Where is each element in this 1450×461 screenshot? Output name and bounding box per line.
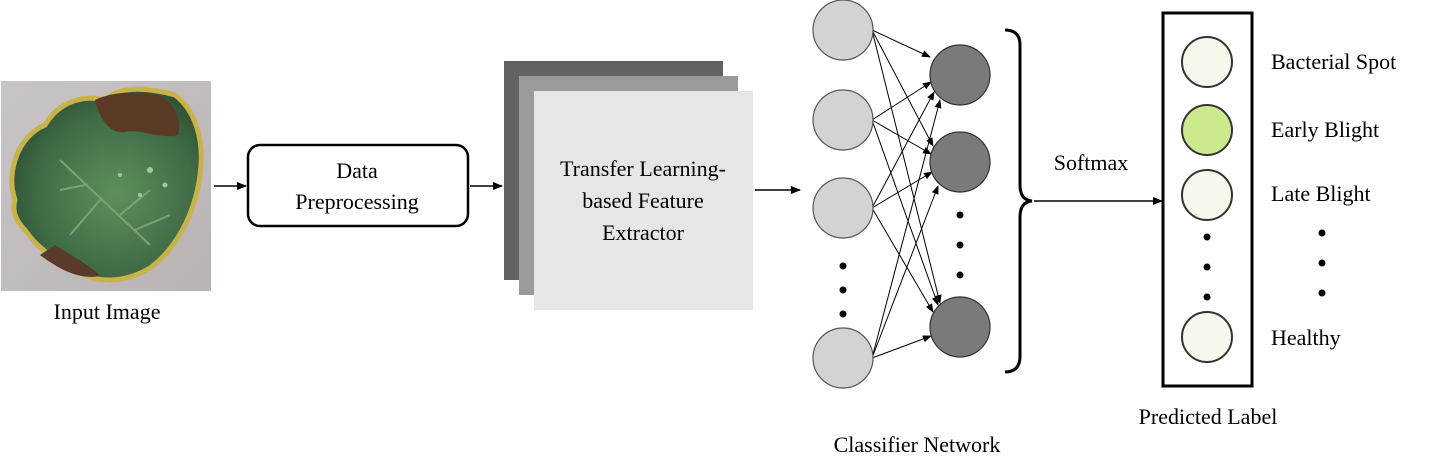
label-ellipsis-dot	[1318, 259, 1326, 267]
label-healthy: Healthy	[1271, 325, 1341, 350]
classifier-caption: Classifier Network	[834, 432, 1001, 457]
input-node-1	[812, 0, 874, 61]
input-ellipsis-dot	[839, 310, 847, 318]
feature-extractor-stack: Transfer Learning- based Feature Extract…	[504, 61, 753, 310]
classifier-network	[812, 0, 991, 389]
tomato-leaf-image	[1, 81, 211, 291]
label-ellipsis-dot	[1318, 229, 1326, 237]
curly-brace	[1004, 28, 1033, 374]
input-node-4	[812, 327, 874, 389]
softmax-label: Softmax	[1054, 150, 1129, 175]
preprocessing-box: Data Preprocessing	[246, 143, 470, 228]
input-ellipsis-dot	[839, 286, 847, 294]
extractor-label-line1: Transfer Learning-	[560, 156, 726, 181]
output-ellipsis-dot	[1203, 263, 1211, 271]
input-image-caption: Input Image	[54, 299, 161, 324]
extractor-label-line3: Extractor	[602, 220, 685, 245]
input-node-3	[812, 177, 874, 239]
output-node-bacterial-spot	[1181, 36, 1233, 88]
hidden-node-3	[929, 296, 991, 358]
output-ellipsis-dot	[1203, 293, 1211, 301]
extractor-layer-front	[534, 91, 753, 310]
network-connections	[871, 29, 942, 359]
extractor-label-line2: based Feature	[582, 188, 704, 213]
hidden-ellipsis-dot	[956, 271, 964, 279]
label-bacterial-spot: Bacterial Spot	[1271, 49, 1396, 74]
output-ellipsis-dot	[1203, 233, 1211, 241]
input-node-2	[812, 89, 874, 151]
output-node-late-blight	[1181, 169, 1233, 221]
hidden-node-2	[929, 131, 991, 193]
input-ellipsis-dot	[839, 262, 847, 270]
preprocessing-label-line2: Preprocessing	[295, 189, 418, 214]
output-layer	[1161, 11, 1254, 388]
output-node-early-blight	[1181, 104, 1233, 156]
predicted-label-caption: Predicted Label	[1139, 404, 1278, 429]
hidden-node-1	[929, 44, 991, 106]
label-early-blight: Early Blight	[1271, 117, 1379, 142]
output-node-healthy	[1181, 311, 1233, 363]
label-ellipsis-dot	[1318, 289, 1326, 297]
label-late-blight: Late Blight	[1271, 181, 1371, 206]
preprocessing-label-line1: Data	[336, 158, 378, 183]
hidden-ellipsis-dot	[956, 211, 964, 219]
hidden-ellipsis-dot	[956, 241, 964, 249]
